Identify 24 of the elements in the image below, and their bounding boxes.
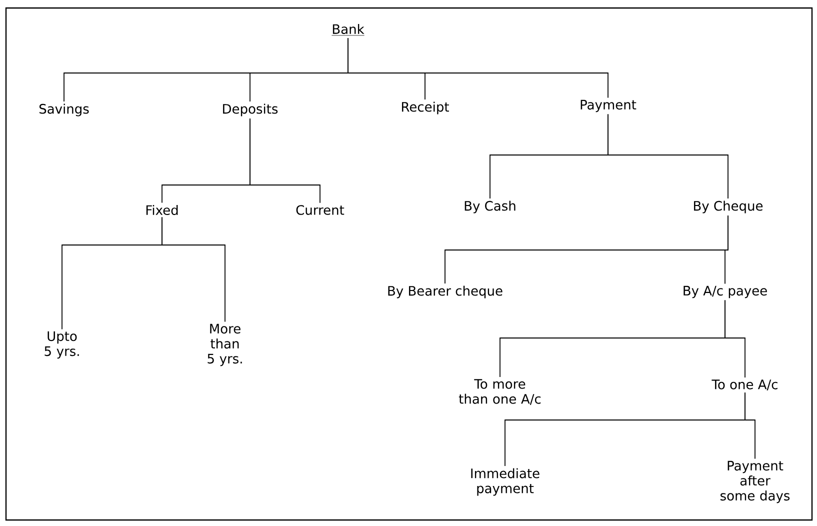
- tree-label: Immediate payment: [471, 468, 540, 496]
- tree-label: Deposits: [223, 104, 278, 116]
- tree-label: Payment: [580, 100, 636, 112]
- tree-label: Current: [296, 205, 344, 215]
- tree-label: Bank: [331, 24, 365, 36]
- tree-label: To more than one A/c: [458, 379, 541, 405]
- tree-label: By Cash: [464, 200, 516, 214]
- tree-label: By A/c payee: [684, 286, 767, 298]
- tree-label: Upto 5 yrs.: [44, 331, 79, 359]
- tree-connector: [724, 300, 746, 378]
- tree-label: More than 5 yrs.: [208, 324, 242, 366]
- tree-connector: [250, 118, 320, 204]
- tree-label: To one A/c: [712, 380, 778, 390]
- tree-connector: [348, 38, 608, 98]
- tree-connector: [744, 392, 756, 460]
- tree-label: Fixed: [146, 204, 178, 216]
- tree-label: Receipt: [402, 102, 449, 114]
- tree-label: Savings: [39, 104, 89, 116]
- tree-connector: [608, 114, 728, 199]
- tree-label: Payment after some days: [720, 460, 790, 504]
- tree-connector: [724, 215, 728, 284]
- tree-connector: [162, 216, 226, 322]
- tree-label: By Bearer cheque: [388, 286, 502, 298]
- tree-label: By Cheque: [694, 200, 763, 214]
